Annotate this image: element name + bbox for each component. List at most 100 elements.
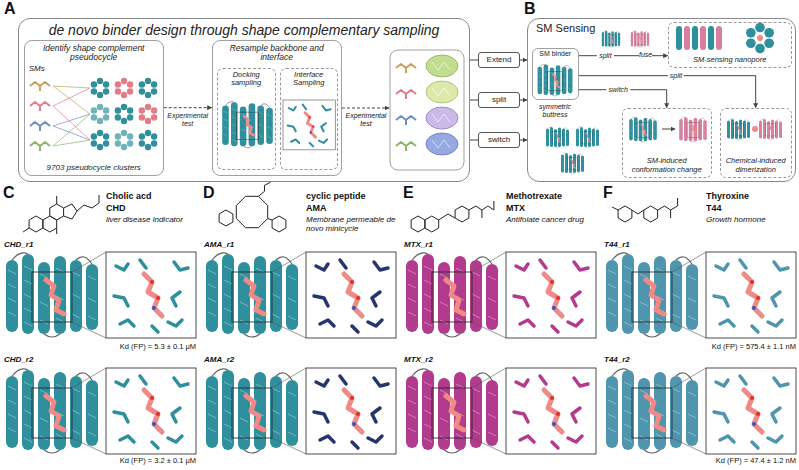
nanopore-illustration bbox=[676, 26, 682, 50]
matching-lines bbox=[53, 86, 90, 114]
chd-r2-structure bbox=[72, 368, 106, 454]
mtx-r2-structure bbox=[406, 369, 498, 453]
ligand-code: AMA bbox=[306, 203, 327, 213]
thyroxine-structure bbox=[618, 206, 632, 222]
cyclic-peptide-structure bbox=[219, 182, 286, 232]
chd-r1-structure bbox=[6, 253, 98, 337]
mtx-r1-structure bbox=[506, 252, 596, 338]
pseudocycle-clusters bbox=[139, 78, 158, 98]
panel-letter: A bbox=[4, 0, 16, 18]
design-name: CHD_r2 bbox=[4, 355, 33, 364]
node-text: SM binder bbox=[534, 50, 577, 58]
experimental-arrow bbox=[342, 108, 389, 109]
node-text: Resample backbone and interface bbox=[217, 44, 337, 64]
connector-label: switch bbox=[607, 86, 630, 94]
conformation-illustration bbox=[662, 129, 675, 130]
binder-illustration bbox=[538, 64, 573, 96]
cyclic-peptide-structure bbox=[259, 182, 273, 220]
nanopore-illustration bbox=[676, 23, 774, 54]
node-text: split bbox=[481, 95, 517, 104]
pseudocycle-clusters bbox=[91, 130, 110, 150]
chd-r1-structure bbox=[72, 252, 106, 338]
option-box: Extend bbox=[478, 52, 520, 68]
small-molecule-icons bbox=[30, 122, 50, 131]
node-text: de novo binder design through shape comp… bbox=[25, 22, 463, 38]
binder-illustration bbox=[538, 64, 573, 96]
ligand-code: MTX bbox=[506, 203, 525, 213]
docking-illustration bbox=[222, 102, 273, 148]
ligand-name: cyclic peptide bbox=[306, 191, 366, 201]
ligand-description: Membrane permeable de novo minicycle bbox=[306, 215, 398, 233]
mtx-r2-structure bbox=[472, 368, 506, 454]
cholic-acid-structure bbox=[23, 195, 99, 234]
t44-r2-structure bbox=[706, 368, 796, 454]
t44-r1-structure bbox=[706, 252, 796, 338]
panel-letter: F bbox=[603, 184, 613, 202]
connector bbox=[470, 140, 478, 141]
design-name: T44_r2 bbox=[604, 355, 630, 364]
affinity-value: Kd (FP) = 3.2 ± 0.1 μM bbox=[100, 457, 196, 466]
ligand-code: T44 bbox=[706, 203, 722, 213]
pseudocycle-clusters bbox=[115, 104, 134, 124]
ama-r1-structure bbox=[306, 252, 396, 338]
binder-box: SM binder bbox=[532, 48, 579, 100]
node-text: SM-sensing nanopore bbox=[672, 56, 788, 65]
results-box bbox=[390, 50, 464, 170]
arrow-label: Experimental test bbox=[344, 112, 388, 128]
nanopore-illustration bbox=[716, 26, 722, 50]
connector-label: split bbox=[597, 52, 613, 60]
ligand-description: Antifolate cancer drug bbox=[506, 215, 598, 224]
ama-r1-structure bbox=[206, 252, 396, 338]
connector bbox=[164, 107, 212, 108]
ama-r1-structure bbox=[206, 253, 298, 337]
design-name: MTX_r1 bbox=[404, 240, 433, 249]
t44-r1-structure bbox=[672, 252, 706, 338]
buttress-illustration bbox=[546, 127, 569, 148]
matching-lines bbox=[53, 114, 90, 140]
node-text: Interface Sampling bbox=[283, 71, 335, 88]
chd-r2-structure bbox=[106, 368, 196, 454]
interface-illustration bbox=[283, 100, 335, 150]
nanopore-illustration bbox=[676, 26, 722, 50]
application-box: SM-induced conformation change bbox=[622, 108, 712, 178]
ligand-name: Methotrexate bbox=[506, 191, 562, 201]
dimerization-illustration bbox=[752, 126, 758, 132]
nanopore-illustration bbox=[746, 23, 774, 54]
t44-r1-structure bbox=[606, 253, 698, 337]
pseudocycle-clusters bbox=[91, 78, 110, 98]
nanopore-illustration bbox=[692, 26, 698, 50]
ama-r2-structure bbox=[272, 368, 306, 454]
pseudocycle-clusters bbox=[91, 78, 158, 150]
split-illustration bbox=[602, 31, 649, 48]
nanopore-illustration bbox=[700, 26, 706, 50]
step-box: Resample backbone and interfaceDocking s… bbox=[212, 40, 342, 176]
ama-r2-structure bbox=[206, 368, 396, 454]
cholic-acid-structure bbox=[64, 204, 77, 219]
arrow-label: fuse bbox=[639, 51, 652, 59]
split-illustration bbox=[602, 31, 620, 48]
conformation-illustration bbox=[629, 117, 707, 142]
panel-letter: C bbox=[3, 184, 15, 202]
methotrexate-structure bbox=[439, 201, 494, 220]
panel-letter: E bbox=[403, 184, 414, 202]
node-text: Docking sampling bbox=[220, 71, 273, 88]
pseudocycle-clusters bbox=[91, 104, 110, 124]
mtx-r1-structure bbox=[406, 252, 596, 338]
affinity-value: Kd (FP) = 47.4 ± 1.2 nM bbox=[700, 457, 796, 466]
node-text: 9703 pseudocycle clusters bbox=[29, 163, 159, 172]
thyroxine-structure bbox=[612, 198, 678, 222]
t44-r2-structure bbox=[606, 368, 796, 454]
methotrexate-structure bbox=[411, 201, 494, 232]
panel-box: SM SensingSM binderSM-sensing nanoporeSM… bbox=[527, 18, 796, 182]
node-text: switch bbox=[481, 135, 517, 144]
pseudocycle-clusters bbox=[139, 130, 158, 150]
cyclic-peptide-structure bbox=[236, 196, 267, 227]
connector bbox=[520, 100, 527, 101]
ligand-name: Cholic acd bbox=[106, 191, 152, 201]
design-name: CHD_r1 bbox=[4, 240, 33, 249]
conformation-illustration bbox=[679, 117, 707, 142]
nanopore-illustration bbox=[757, 35, 763, 41]
